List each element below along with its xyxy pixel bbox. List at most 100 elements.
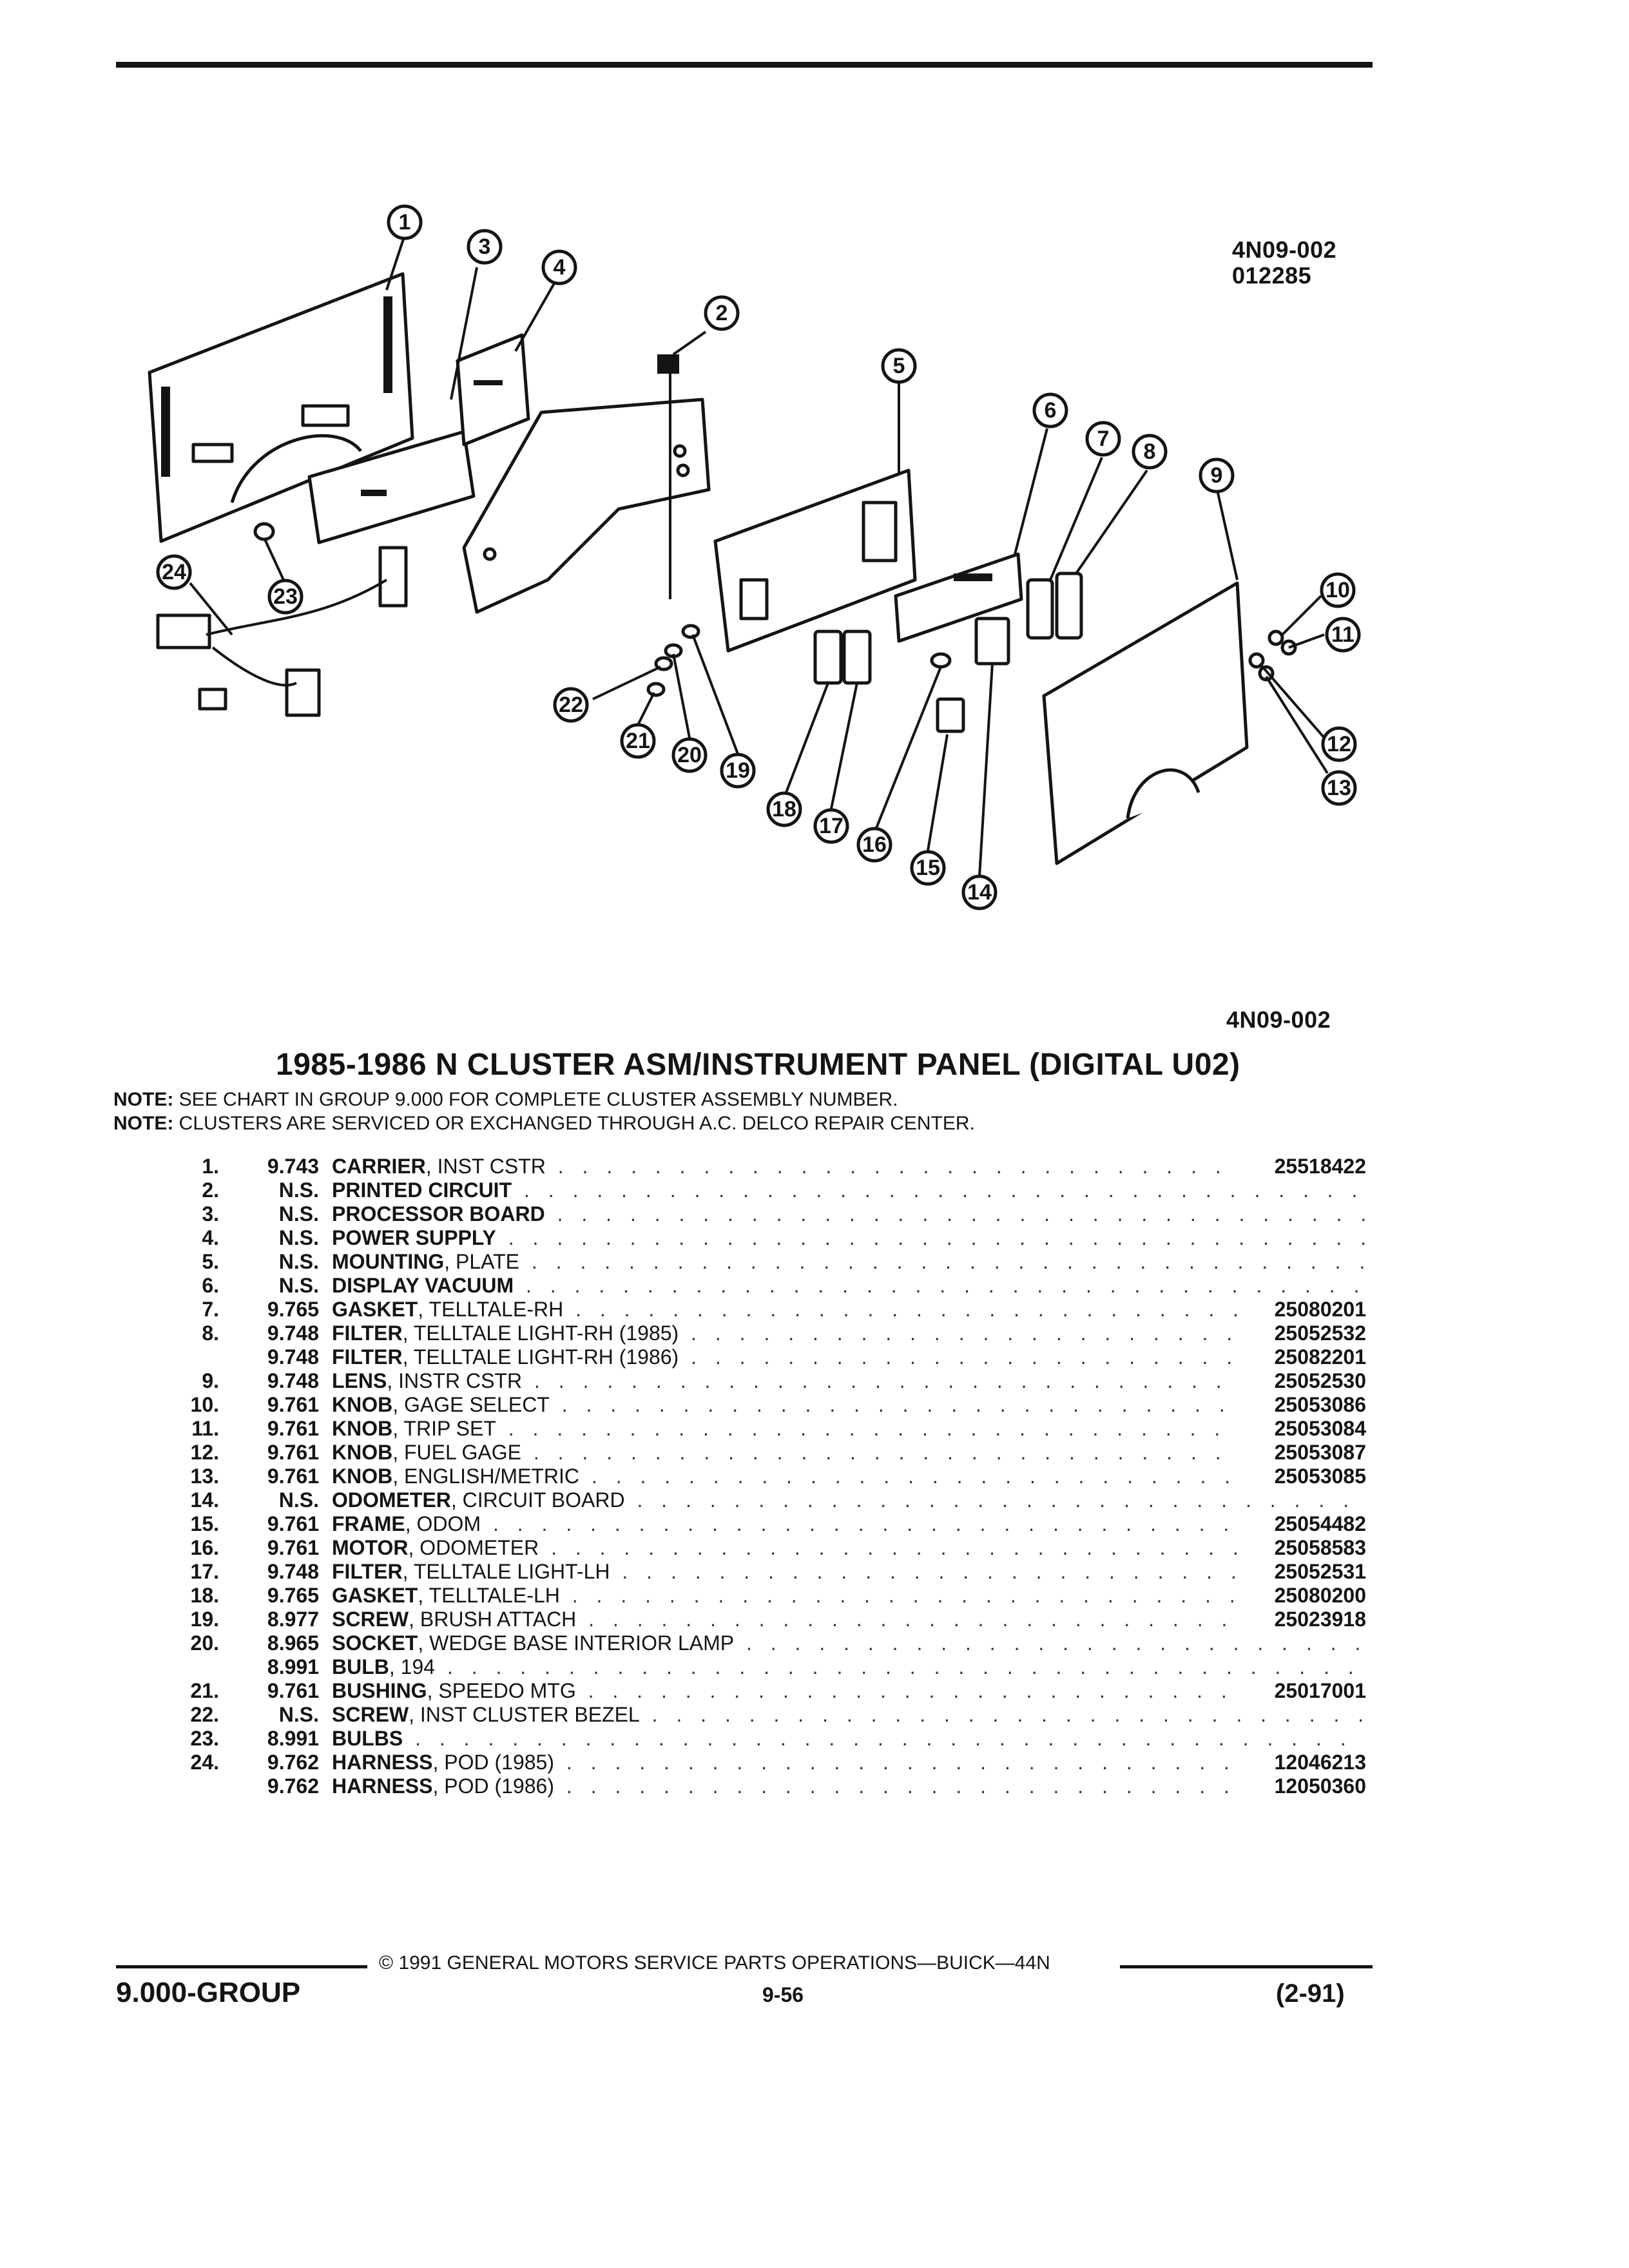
part-item-number: 11. [191, 1417, 219, 1440]
part-number: 25053084 [1237, 1417, 1366, 1441]
svg-text:16: 16 [862, 832, 887, 857]
part-row: 14.N.S.ODOMETER, CIRCUIT BOARD . . . . .… [155, 1488, 1366, 1512]
dot-leader: . . . . . . . . . . . . . . . . . . . . … [531, 1250, 1366, 1273]
dot-leader: . . . . . . . . . . . . . . . . . . . . … [415, 1727, 1366, 1750]
part-name: PRINTED CIRCUIT [332, 1178, 512, 1202]
part-group-number: N.S. [278, 1202, 319, 1225]
part-row: 3. N.S. PROCESSOR BOARD . . . . . . . . . … [155, 1202, 1366, 1226]
part-description: SOCKET, WEDGE BASE INTERIOR LAMP . . . .… [332, 1631, 1366, 1655]
part-description: LENS, INSTR CSTR . . . . . . . . . . . .… [332, 1369, 1366, 1393]
part-name: KNOB [332, 1441, 393, 1464]
part-description: MOTOR, ODOMETER . . . . . . . . . . . . … [332, 1536, 1366, 1560]
part-item-number: 12. [190, 1441, 219, 1464]
part-description: FILTER, TELLTALE LIGHT-RH (1986) . . . .… [332, 1345, 1366, 1369]
callout-9: 9 [1199, 457, 1235, 494]
figure-ref-line-1: 4N09-002 [1232, 236, 1337, 263]
part-detail: , WEDGE BASE INTERIOR LAMP [418, 1631, 735, 1655]
figure-ref-bottom: 4N09-002 [1226, 1006, 1331, 1033]
part-item-number: 4. [202, 1226, 219, 1249]
part-detail: , FUEL GAGE [392, 1441, 521, 1464]
part-detail: , TRIP SET [392, 1417, 496, 1440]
part-name: SCREW [332, 1608, 409, 1631]
callout-23: 23 [267, 579, 304, 615]
part-item-number: 8. [202, 1321, 219, 1345]
part-detail: , 194 [389, 1655, 436, 1678]
part-name: BUSHING [332, 1679, 427, 1702]
mounting-plate-part [713, 468, 917, 653]
part-group-number: 9.761 [267, 1417, 319, 1440]
note-1-label: NOTE: [113, 1089, 174, 1110]
callout-11: 11 [1325, 617, 1361, 653]
part-description: ODOMETER, CIRCUIT BOARD . . . . . . . . … [332, 1488, 1366, 1512]
part-group-number: 8.977 [267, 1608, 319, 1631]
part-description: KNOB, FUEL GAGE . . . . . . . . . . . . … [332, 1441, 1366, 1465]
callout-8: 8 [1132, 434, 1168, 470]
figure-ref-top: 4N09-002 012285 [1232, 237, 1336, 289]
svg-text:14: 14 [967, 880, 992, 905]
note-1: NOTE: SEE CHART IN GROUP 9.000 FOR COMPL… [113, 1089, 898, 1111]
part-detail: , TELLTALE-LH [418, 1584, 560, 1607]
part-item-number: 3. [202, 1202, 219, 1225]
part-detail: , INSTR CSTR [387, 1369, 523, 1392]
part-group-number: N.S. [278, 1703, 319, 1726]
svg-text:17: 17 [819, 814, 843, 838]
part-group-number: N.S. [278, 1488, 319, 1512]
footer-rule-left [116, 1965, 367, 1968]
part-number: 25518422 [1237, 1155, 1366, 1178]
footer-page-number: 9-56 [762, 1983, 804, 2006]
part-item-number: 6. [202, 1274, 219, 1297]
part-description: BULB, 194 . . . . . . . . . . . . . . . … [332, 1655, 1366, 1679]
part-row: 22.N.S.SCREW, INST CLUSTER BEZEL . . . .… [155, 1703, 1366, 1727]
part-number: 12046213 [1237, 1751, 1366, 1774]
svg-text:19: 19 [726, 758, 750, 783]
part-detail: , INST CLUSTER BEZEL [409, 1703, 640, 1726]
part-description: POWER SUPPLY . . . . . . . . . . . . . .… [332, 1226, 1366, 1250]
svg-text:21: 21 [626, 729, 650, 753]
part-item-number: 10. [190, 1393, 219, 1416]
part-name: BULB [332, 1655, 389, 1678]
dot-leader: . . . . . . . . . . . . . . . . . . . . … [637, 1488, 1366, 1512]
part-number: 25017001 [1237, 1679, 1366, 1703]
svg-text:13: 13 [1327, 776, 1351, 800]
callout-3: 3 [467, 229, 503, 265]
part-description: KNOB, ENGLISH/METRIC . . . . . . . . . .… [332, 1465, 1366, 1488]
part-name: LENS [332, 1369, 387, 1392]
part-number: 25054482 [1237, 1512, 1366, 1536]
svg-text:9: 9 [1211, 463, 1223, 488]
part-number: 25052532 [1237, 1321, 1366, 1345]
footer-revision: (2-91) [1276, 1979, 1345, 2008]
svg-text:2: 2 [716, 301, 728, 325]
part-detail: , POD (1986) [432, 1774, 554, 1798]
dot-leader: . . . . . . . . . . . . . . . . . . . . … [508, 1417, 1366, 1440]
part-name: ODOMETER [332, 1488, 451, 1512]
part-number: 25053085 [1237, 1465, 1366, 1488]
odometer-frame-part [936, 697, 965, 733]
part-item-number: 19. [190, 1608, 219, 1631]
part-group-number: 9.761 [267, 1441, 319, 1464]
part-group-number: 9.761 [267, 1465, 319, 1488]
callout-6: 6 [1032, 392, 1068, 428]
svg-text:10: 10 [1325, 578, 1350, 602]
svg-text:1: 1 [399, 210, 411, 235]
callout-20: 20 [671, 737, 708, 773]
part-description: PROCESSOR BOARD . . . . . . . . . . . . … [332, 1202, 1366, 1226]
dot-leader: . . . . . . . . . . . . . . . . . . . . … [588, 1679, 1366, 1702]
note-2-text: CLUSTERS ARE SERVICED OR EXCHANGED THROU… [178, 1113, 975, 1134]
callout-17: 17 [813, 808, 849, 844]
part-detail: , TELLTALE-RH [418, 1298, 564, 1321]
part-description: GASKET, TELLTALE-LH . . . . . . . . . . … [332, 1584, 1366, 1608]
footer-group: 9.000-GROUP [116, 1977, 301, 2008]
dot-leader: . . . . . . . . . . . . . . . . . . . . … [534, 1369, 1366, 1392]
part-number: 25052531 [1237, 1560, 1366, 1584]
part-group-number: 9.748 [267, 1560, 319, 1583]
callout-16: 16 [856, 827, 892, 863]
part-number: 25053087 [1237, 1441, 1366, 1465]
